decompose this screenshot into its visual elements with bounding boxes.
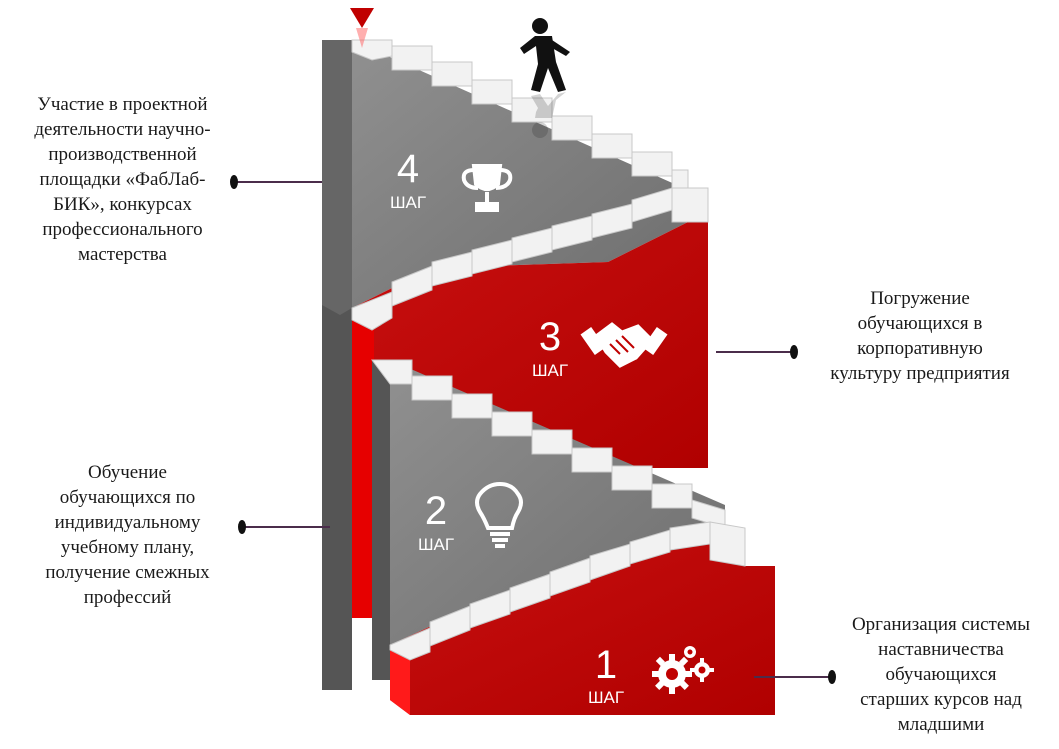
step-1-word: ШАГ bbox=[588, 688, 624, 707]
step-2-number: 2 bbox=[425, 489, 447, 533]
step-2-label: 2 ШАГ bbox=[418, 489, 454, 554]
connector-step-3 bbox=[716, 345, 798, 359]
step-2-word: ШАГ bbox=[418, 535, 454, 554]
stair-treads-upper bbox=[351, 39, 689, 191]
step-1-description: Организация системы наставничества обуча… bbox=[851, 614, 1031, 735]
step-3-label: 3 ШАГ bbox=[532, 315, 568, 380]
step-2-description: Обучение обучающихся по индивидуальному … bbox=[45, 462, 210, 608]
step-1-label: 1 ШАГ bbox=[588, 643, 624, 707]
step-4-block bbox=[322, 40, 688, 690]
step-4-description: Участие в проектной деятельности научно-… bbox=[34, 94, 211, 265]
step-3-word: ШАГ bbox=[532, 361, 568, 380]
walking-person-icon bbox=[520, 18, 570, 138]
gears-icon bbox=[652, 646, 714, 694]
connector-step-2 bbox=[238, 520, 330, 534]
stair-treads-1 bbox=[389, 521, 746, 661]
handshake-icon bbox=[580, 322, 668, 368]
step-2-block bbox=[372, 360, 725, 680]
stair-treads-3 bbox=[351, 187, 709, 331]
red-triangle-marker-icon bbox=[350, 8, 374, 48]
connector-step-1 bbox=[754, 670, 836, 684]
trophy-icon bbox=[461, 164, 513, 212]
step-4-word: ШАГ bbox=[390, 193, 426, 212]
connector-step-4 bbox=[230, 175, 322, 189]
step-3-number: 3 bbox=[539, 315, 561, 359]
step-4-label: 4 ШАГ bbox=[390, 147, 426, 212]
step-4-number: 4 bbox=[397, 147, 419, 191]
light-bulb-icon bbox=[475, 481, 523, 548]
step-3-description: Погружение обучающихся в корпоративную к… bbox=[830, 288, 1010, 384]
step-1-number: 1 bbox=[595, 643, 617, 687]
